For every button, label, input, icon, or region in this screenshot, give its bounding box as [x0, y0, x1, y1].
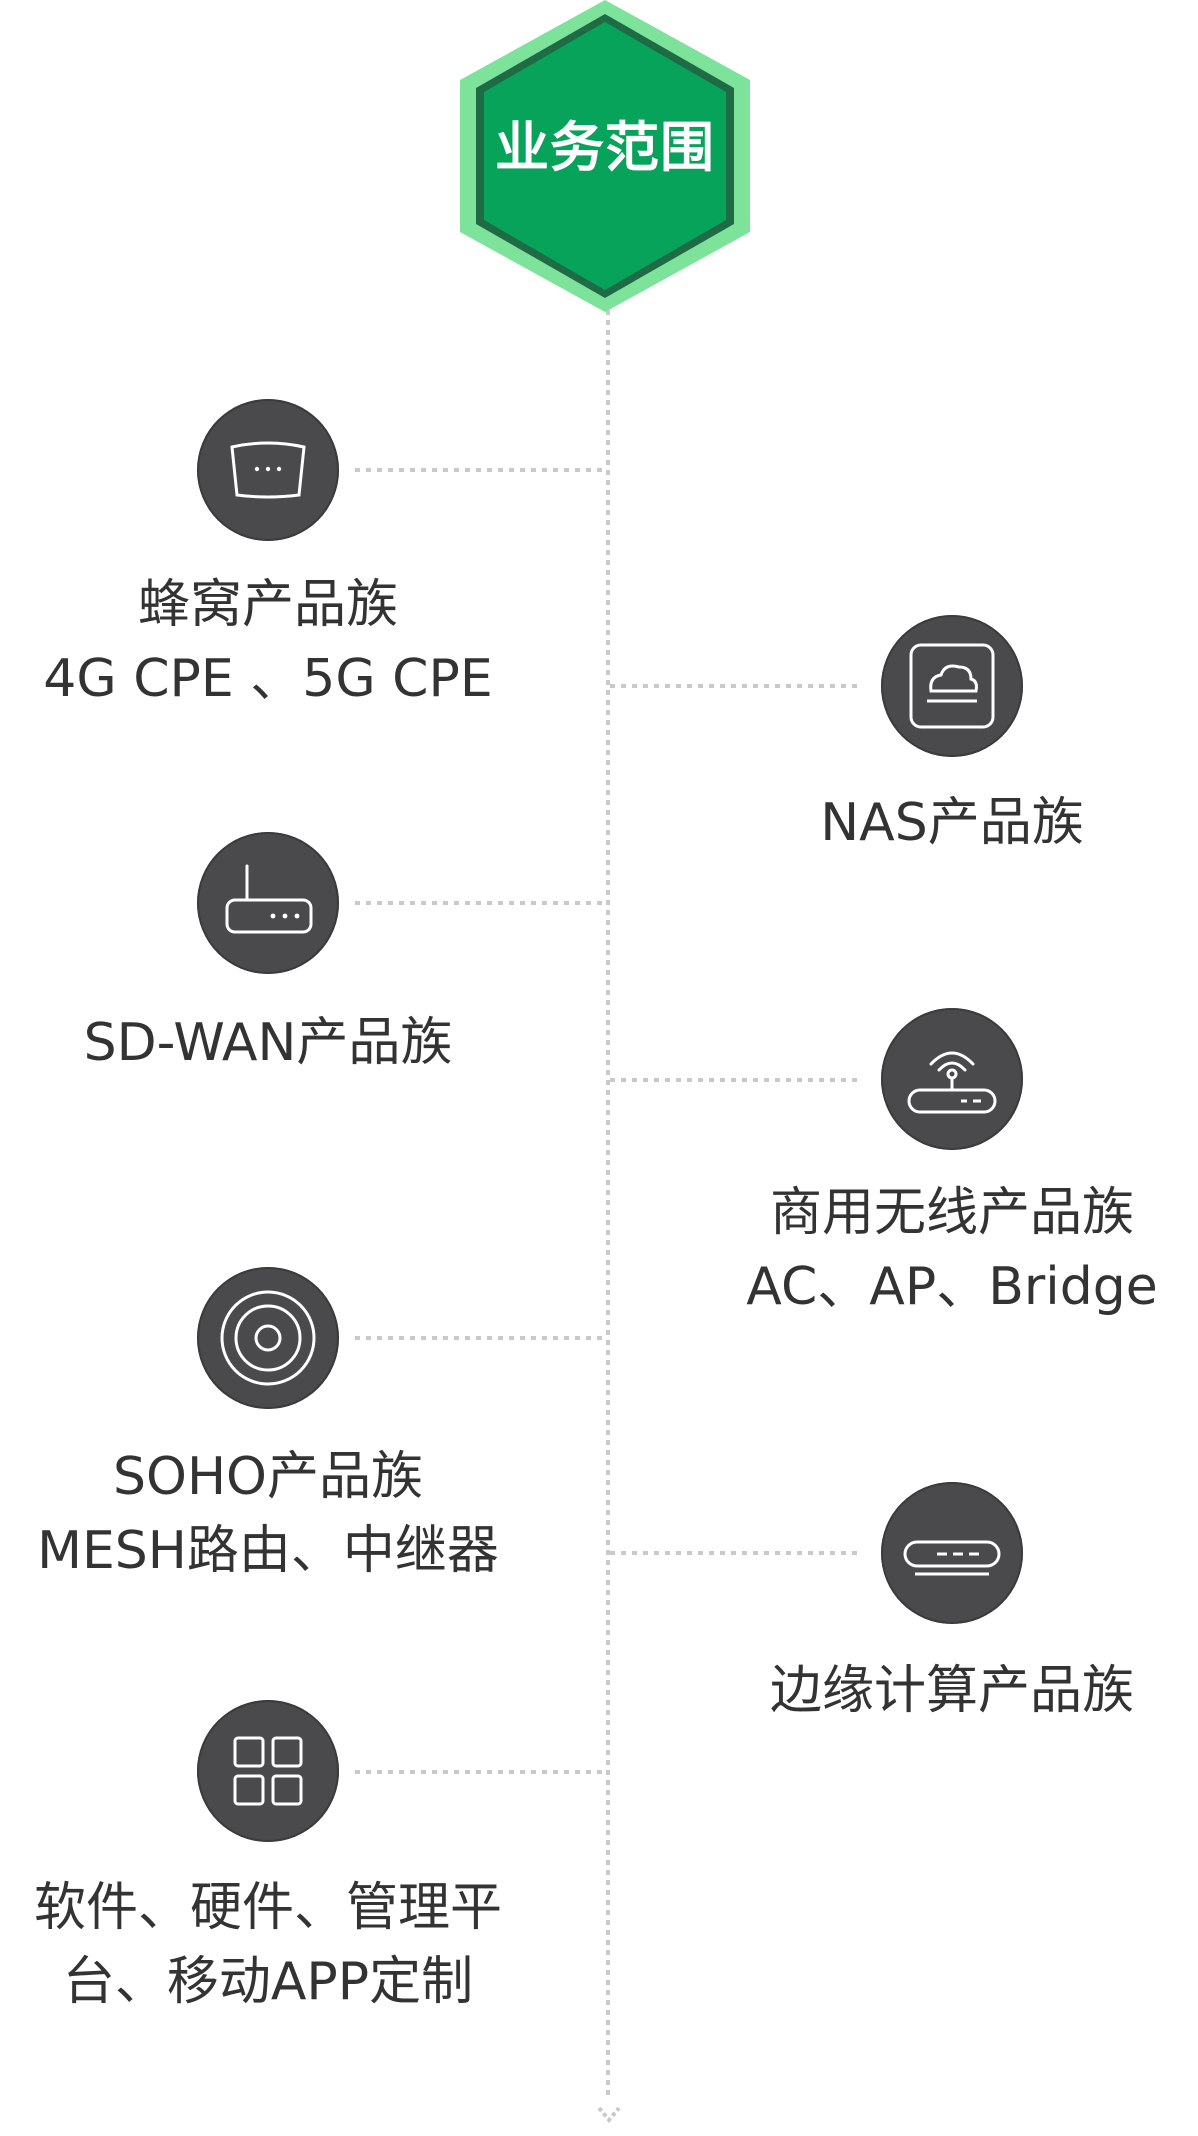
- timeline-end-arrow: [597, 2104, 621, 2136]
- grid-apps-icon: [197, 1700, 339, 1842]
- mesh-disc-icon: [197, 1267, 339, 1409]
- wifi-router-icon: [881, 1008, 1023, 1150]
- node-label-sdwan: SD-WAN产品族: [83, 1013, 453, 1073]
- node-label-cellular: 蜂窝产品族 4G CPE 、5G CPE: [43, 575, 493, 709]
- node-label-edge-computing: 边缘计算产品族: [769, 1661, 1134, 1721]
- cloud-storage-icon: [881, 615, 1023, 757]
- cpe-box-icon: [197, 399, 339, 541]
- hub-hexagon: 业务范围: [460, 0, 750, 316]
- router-antenna-icon: [197, 832, 339, 974]
- node-label-custom-development: 软件、硬件、管理平 台、移动APP定制: [33, 1878, 502, 2012]
- hub-title: 业务范围: [495, 116, 715, 179]
- node-label-soho: SOHO产品族 MESH路由、中继器: [37, 1447, 499, 1581]
- node-label-nas: NAS产品族: [820, 793, 1084, 853]
- node-label-commercial-wireless: 商用无线产品族 AC、AP、Bridge: [746, 1183, 1158, 1317]
- edge-device-icon: [881, 1482, 1023, 1624]
